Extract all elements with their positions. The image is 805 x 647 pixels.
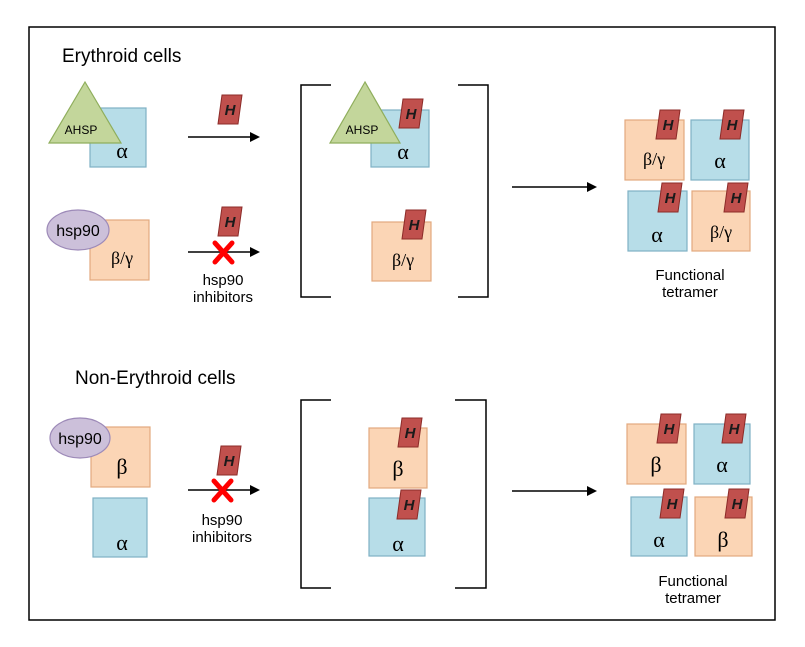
erythroid-free-alpha-with-ahsp: AHSP α bbox=[47, 80, 147, 168]
alpha-subunit bbox=[92, 497, 148, 558]
ahsp-chaperone bbox=[328, 80, 402, 144]
complex-betagamma-heme: β/γ H bbox=[371, 209, 432, 282]
tetramer-bottom-left-label: α bbox=[653, 527, 665, 552]
heme-label: H bbox=[727, 117, 739, 134]
tetramer-caption-line1: Functional bbox=[658, 573, 727, 590]
heme-icon bbox=[397, 417, 423, 448]
heme-icon bbox=[396, 489, 422, 520]
betagamma-label: β/γ bbox=[392, 250, 414, 270]
inhibitor-label-line2: inhibitors bbox=[192, 529, 252, 546]
heme-label: H bbox=[732, 496, 744, 513]
ahsp-label: AHSP bbox=[65, 123, 98, 137]
complex-beta-heme: β H bbox=[368, 417, 428, 489]
tetramer-bottom-left-label: α bbox=[651, 222, 663, 247]
heme-label: H bbox=[404, 497, 416, 514]
tetramer-subunit bbox=[691, 190, 751, 252]
erythroid-title: Erythroid cells bbox=[62, 46, 181, 67]
tetramer-bottom-right-label: β bbox=[717, 527, 728, 552]
heme-label: H bbox=[224, 453, 236, 470]
heme-icon bbox=[401, 209, 427, 240]
block-x-icon bbox=[212, 240, 235, 265]
heme-label: H bbox=[405, 425, 417, 442]
heme-icon bbox=[217, 206, 243, 237]
alpha-label: α bbox=[116, 138, 128, 163]
beta-label: β bbox=[392, 456, 403, 481]
tetramer-top-left-label: β bbox=[650, 452, 661, 477]
alpha-label: α bbox=[392, 531, 404, 556]
intermediate-bracket-non-erythroid bbox=[300, 399, 487, 589]
heme-label: H bbox=[225, 214, 237, 231]
tetramer-top-left-label: β/γ bbox=[643, 149, 665, 169]
tetramer-caption-line1: Functional bbox=[655, 267, 724, 284]
heme-label: H bbox=[406, 106, 418, 123]
heme-icon bbox=[723, 182, 749, 213]
diagram-frame bbox=[28, 26, 776, 621]
non-erythroid-title: Non-Erythroid cells bbox=[75, 368, 236, 389]
arrow-alpha-to-complex bbox=[188, 132, 260, 142]
heme-icon bbox=[656, 413, 682, 444]
heme-icon bbox=[657, 182, 683, 213]
erythroid-free-betagamma-with-hsp90: hsp90 β/γ bbox=[46, 209, 150, 281]
alpha-subunit bbox=[368, 497, 426, 557]
heme-label: H bbox=[729, 421, 741, 438]
tetramer-top-right-label: α bbox=[714, 148, 726, 173]
arrow-to-tetramer-erythroid bbox=[512, 182, 597, 192]
heme-free-1: H bbox=[217, 94, 243, 125]
tetramer-bottom-right-label: β/γ bbox=[710, 222, 732, 242]
tetramer-caption-line2: tetramer bbox=[662, 284, 718, 301]
heme-label: H bbox=[667, 496, 679, 513]
heme-icon bbox=[217, 94, 243, 125]
hsp90-chaperone bbox=[49, 417, 111, 459]
heme-icon bbox=[724, 488, 750, 519]
heme-icon bbox=[216, 445, 242, 476]
heme-icon bbox=[719, 109, 745, 140]
heme-label: H bbox=[664, 421, 676, 438]
heme-label: H bbox=[225, 102, 237, 119]
heme-label: H bbox=[409, 217, 421, 234]
beta-label: β bbox=[116, 454, 127, 479]
block-x-icon bbox=[211, 478, 234, 503]
intermediate-bracket-erythroid bbox=[300, 84, 489, 298]
heme-label: H bbox=[665, 190, 677, 207]
complex-alpha-heme: α H bbox=[368, 489, 426, 557]
tetramer-non-erythroid: β H α H α H β H bbox=[626, 413, 753, 557]
ahsp-label: AHSP bbox=[346, 123, 379, 137]
alpha-label: α bbox=[116, 530, 128, 555]
inhibitor-label-line2: inhibitors bbox=[193, 289, 253, 306]
heme-free-3: H bbox=[216, 445, 242, 476]
heme-icon bbox=[659, 488, 685, 519]
inhibitor-label-line1: hsp90 bbox=[202, 512, 243, 529]
ahsp-chaperone bbox=[47, 80, 123, 144]
hsp90-label: hsp90 bbox=[58, 431, 102, 448]
inhibitor-label-line1: hsp90 bbox=[203, 272, 244, 289]
heme-icon bbox=[398, 98, 424, 129]
heme-icon bbox=[721, 413, 747, 444]
heme-label: H bbox=[731, 190, 743, 207]
tetramer-top-right-label: α bbox=[716, 452, 728, 477]
hsp90-label: hsp90 bbox=[56, 223, 100, 240]
complex-ahsp-alpha-heme: AHSP α H bbox=[328, 80, 430, 168]
heme-label: H bbox=[663, 117, 675, 134]
tetramer-erythroid: β/γ H α H α H β/γ H bbox=[624, 109, 751, 252]
heme-free-2: H bbox=[217, 206, 243, 237]
betagamma-label: β/γ bbox=[111, 248, 133, 268]
non-erythroid-free-beta-with-hsp90: hsp90 β bbox=[49, 417, 151, 488]
arrow-to-tetramer-non-erythroid bbox=[512, 486, 597, 496]
heme-icon bbox=[655, 109, 681, 140]
alpha-label: α bbox=[397, 139, 409, 164]
tetramer-caption-line2: tetramer bbox=[665, 590, 721, 607]
hsp90-chaperone bbox=[46, 209, 110, 251]
non-erythroid-free-alpha: α bbox=[92, 497, 148, 558]
